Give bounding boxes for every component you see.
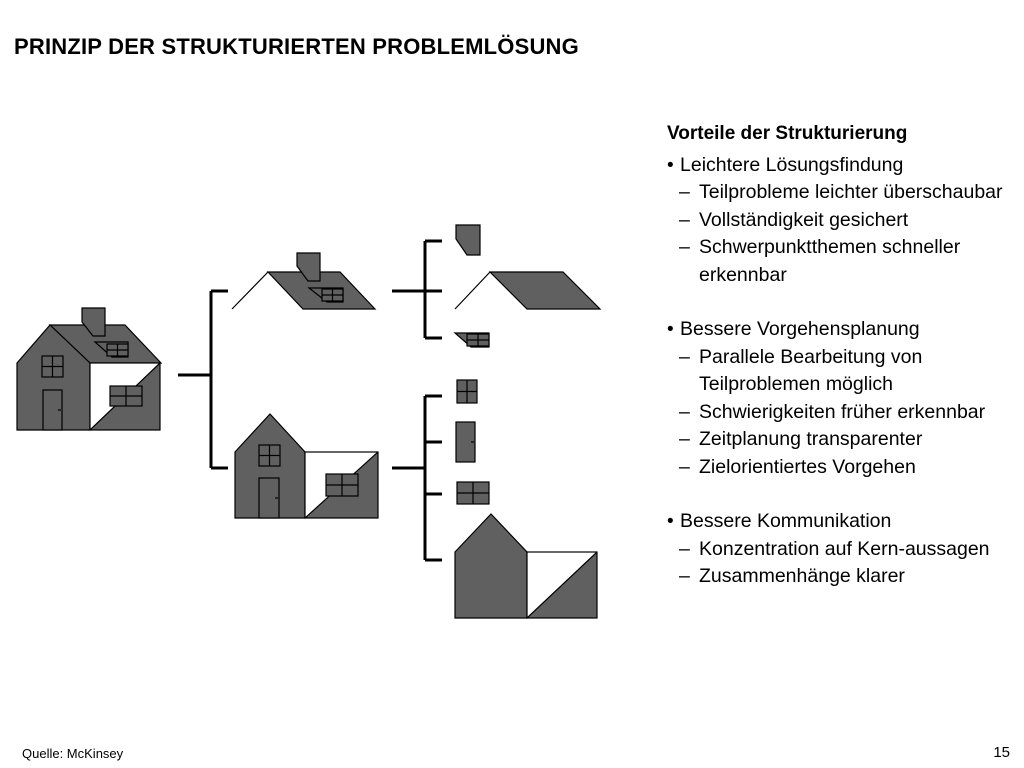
bullet-label: Bessere Vorgehensplanung: [680, 318, 920, 340]
benefit-group: • Leichtere Lösungsfindung – Teilproblem…: [667, 152, 1012, 290]
tree-connector-level-1: [178, 289, 228, 470]
sub-item: – Zusammenhänge klarer: [667, 563, 1012, 591]
sub-item-text: Zeitplanung transparenter: [699, 428, 923, 450]
page-number: 15: [993, 744, 1010, 761]
sub-item-text: Schwierigkeiten früher erkennbar: [699, 400, 986, 423]
dash-icon: –: [679, 236, 690, 258]
bullet-icon: •: [667, 511, 674, 532]
tree-connector-level-2: [392, 239, 442, 562]
dash-icon: –: [679, 400, 690, 423]
benefits-heading: Vorteile der Strukturierung: [667, 123, 908, 144]
bullet-item: • Bessere Kommunikation: [667, 508, 1012, 536]
house-icon: [16, 307, 163, 431]
bullet-icon: •: [667, 154, 674, 176]
sub-item-text: Konzentration auf Kern-aussagen: [699, 537, 990, 560]
benefit-group: • Bessere Kommunikation – Konzentration …: [667, 508, 1012, 591]
sub-item-text: Zielorientiertes Vorgehen: [699, 455, 916, 478]
source-note: Quelle: McKinsey: [22, 746, 124, 761]
sub-item-text: Zusammenhänge klarer: [699, 565, 905, 587]
sub-item: – Konzentration auf Kern-aussagen: [667, 536, 1012, 564]
bullet-label: Leichtere Lösungsfindung: [680, 153, 904, 176]
dash-icon: –: [679, 208, 690, 231]
roof-part-icon: [231, 252, 377, 310]
chimney-icon: [455, 224, 481, 256]
problem-tree-diagram: [16, 224, 602, 619]
sub-item: – Zeitplanung transparenter: [667, 426, 1012, 454]
bullet-item: • Bessere Vorgehensplanung: [667, 316, 1012, 344]
side-window-icon: [456, 481, 490, 505]
sub-item-text: Vollständigkeit gesichert: [699, 208, 909, 231]
sub-item: – Parallele Bearbeitung von Teilprobleme…: [667, 344, 1012, 399]
bullet-icon: •: [667, 319, 674, 340]
benefit-group: • Bessere Vorgehensplanung – Parallele B…: [667, 316, 1012, 481]
sub-item: – Teilprobleme leichter überschaubar: [667, 179, 1012, 207]
dash-icon: –: [679, 428, 690, 450]
sub-item: – Schwerpunktthemen schneller erkennbar: [667, 234, 1012, 289]
house-body-icon: [234, 413, 379, 519]
roof-icon: [454, 271, 602, 310]
sub-item-text: Teilprobleme leichter überschaubar: [699, 181, 1003, 203]
bullet-label: Bessere Kommunikation: [680, 510, 892, 532]
dash-icon: –: [679, 537, 690, 560]
dormer-icon: [453, 332, 490, 348]
sub-item: – Schwierigkeiten früher erkennbar: [667, 399, 1012, 427]
sub-item-text: Schwerpunktthemen schneller erkennbar: [699, 236, 961, 286]
door-icon: [455, 421, 476, 463]
sub-item: – Zielorientiertes Vorgehen: [667, 454, 1012, 482]
gable-house-icon: [454, 513, 598, 619]
page-title: PRINZIP DER STRUKTURIERTEN PROBLEMLÖSUNG: [14, 34, 579, 59]
window-icon: [456, 379, 478, 404]
dash-icon: –: [679, 455, 690, 478]
sub-item-text: Parallele Bearbeitung von Teilproblemen …: [699, 345, 923, 396]
dash-icon: –: [679, 565, 690, 587]
dash-icon: –: [679, 345, 690, 368]
sub-item: – Vollständigkeit gesichert: [667, 207, 1012, 235]
bullet-item: • Leichtere Lösungsfindung: [667, 152, 1012, 180]
benefits-panel: Vorteile der Strukturierung • Leichtere …: [667, 120, 1012, 618]
dash-icon: –: [679, 181, 690, 203]
